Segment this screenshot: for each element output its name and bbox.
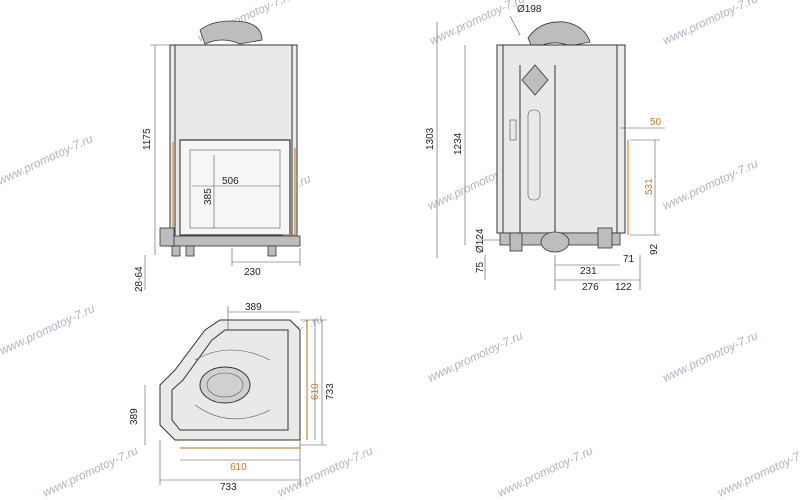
flue-pipe xyxy=(199,20,263,45)
dim-276-label: 276 xyxy=(582,282,599,293)
flue-pipe xyxy=(527,21,591,51)
height-total-label: 1303 xyxy=(425,127,436,150)
watermark: www.promotoy-7.ru xyxy=(495,443,595,500)
watermark: www.promotoy-7.ru xyxy=(0,301,97,358)
watermark: www.promotoy-7.ru xyxy=(660,0,760,48)
vent-diamond xyxy=(521,64,549,96)
watermark: www.promotoy-7.ru xyxy=(715,443,800,500)
dim-71-label: 71 xyxy=(623,254,635,265)
height-total-label: 1175 xyxy=(142,128,153,150)
height-flue-label: 1234 xyxy=(453,132,464,155)
watermark: www.promotoy-7.ru xyxy=(0,131,95,188)
glass-height-label: 531 xyxy=(644,178,655,195)
foot xyxy=(267,245,277,257)
left-depth-label: 389 xyxy=(129,408,140,425)
fireplace-body xyxy=(496,44,626,234)
bottom-offset-label: 230 xyxy=(244,267,261,278)
air-inlet-diameter-label: Ø124 xyxy=(475,228,486,253)
bottom-offset-label: 92 xyxy=(649,243,660,255)
foot xyxy=(185,245,195,257)
flue-diameter-label: Ø198 xyxy=(517,4,542,15)
side-view: Ø198 1303 1234 Ø124 75 50 531 92 71 231 … xyxy=(425,4,665,293)
watermark: www.promotoy-7.ru xyxy=(427,0,527,48)
opening-width-label: 506 xyxy=(222,176,239,187)
opening-height-label: 385 xyxy=(203,188,214,205)
top-offset-label: 50 xyxy=(650,117,662,128)
total-depth-label: 733 xyxy=(325,383,336,400)
front-view: 506 385 1175 28-64 230 xyxy=(134,20,301,292)
foot xyxy=(171,245,181,257)
firebox-opening xyxy=(179,139,291,236)
watermark: www.promotoy-7.ru xyxy=(425,328,525,385)
dim-231-label: 231 xyxy=(580,266,597,277)
feet-range-label: 28-64 xyxy=(134,266,145,292)
total-width-label: 733 xyxy=(220,482,237,493)
top-width-label: 389 xyxy=(245,302,262,313)
watermark: www.promotoy-7.ru xyxy=(275,443,375,500)
watermark: www.promotoy-7.ru xyxy=(660,328,760,385)
flue-opening xyxy=(199,366,251,404)
glass-depth-label: 610 xyxy=(310,383,321,400)
air-inlet xyxy=(540,231,570,253)
watermark: www.promotoy-7.ru xyxy=(660,156,760,213)
glass-width-label: 610 xyxy=(230,462,247,473)
dim-122-label: 122 xyxy=(615,282,632,293)
foot-height-label: 75 xyxy=(475,261,486,273)
watermark: www.promotoy-7.ru xyxy=(40,443,140,500)
plan-view: 389 389 610 610 733 733 xyxy=(129,302,336,493)
